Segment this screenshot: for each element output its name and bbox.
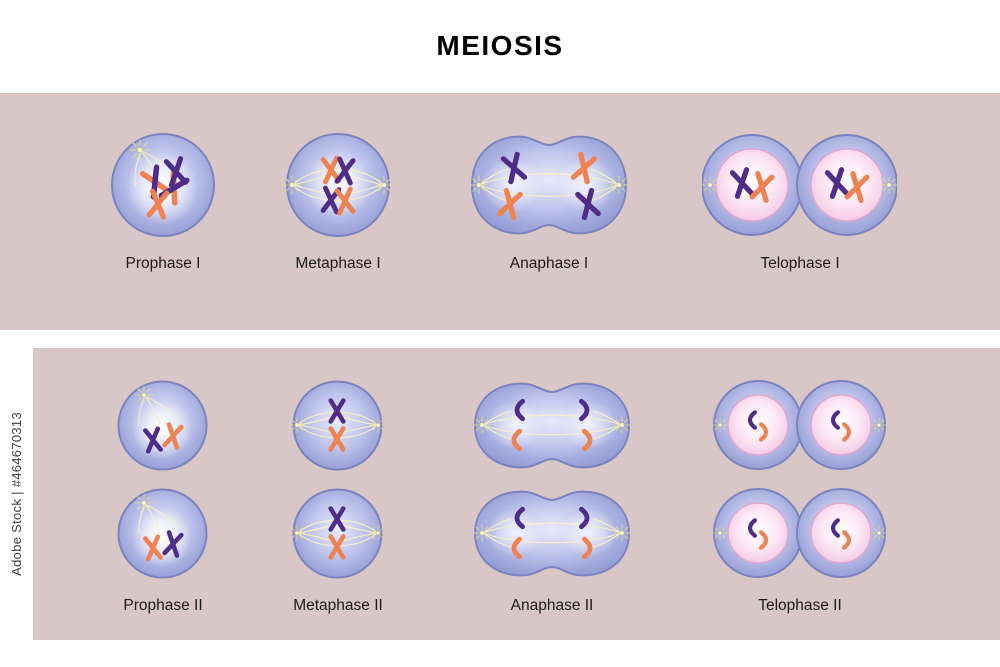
spindle-fibers [482,518,622,548]
telophase-1-cell [702,134,897,236]
metaphase-1-cell [283,133,393,237]
nucleoplasm-glow [482,157,542,213]
centrosome-aster-icon [129,139,151,161]
centrosome-aster-icon [473,524,491,542]
centrosome-aster-icon [613,524,631,542]
phase-label-anaphase-1: Anaphase I [509,255,589,272]
cell-membrane [292,488,383,579]
phase-label-anaphase-2: Anaphase II [510,597,594,614]
nucleoplasm-glow [556,157,616,213]
anaphase-2-cell-1 [473,382,631,469]
spindle-fibers [479,168,619,202]
nucleoplasm-glow [487,509,543,557]
metaphase-2-cell-2 [290,488,385,579]
nucleoplasm-glow [561,401,617,449]
centrosome-aster-icon [712,417,728,433]
centrosome-aster-icon [469,175,489,195]
watermark-strip: Adobe Stock | #464670313 [0,348,33,640]
spindle-fibers [482,410,622,440]
prophase-1-cell [111,133,215,237]
telophase-2-cell-1 [712,380,887,470]
phase-label-telophase-2: Telophase II [758,597,842,614]
telophase-2-cell-2 [712,488,887,578]
anaphase-2-cell-2 [473,490,631,577]
phase-label-prophase-1: Prophase I [125,255,201,272]
nucleus [715,148,789,222]
centrosome-aster-icon [134,385,154,405]
phase-label-metaphase-1: Metaphase I [295,255,381,272]
nucleoplasm-glow [487,401,543,449]
prophase-2-cell-2 [117,488,208,579]
cell-membrane [292,380,383,471]
nucleoplasm-glow [305,152,371,218]
centrosome-aster-icon [880,176,897,194]
centrosome-aster-icon [609,175,629,195]
centrosome-aster-icon [613,416,631,434]
page-title: MEIOSIS [436,30,564,61]
anaphase-1-cell [469,135,629,235]
nucleus [810,148,884,222]
nucleus [810,394,872,456]
centrosome-aster-icon [712,525,728,541]
watermark-text: Adobe Stock | #464670313 [9,412,24,576]
spindle-fibers [138,503,180,535]
prophase-2-cell-1 [117,380,208,471]
phase-label-prophase-2: Prophase II [123,597,203,614]
centrosome-aster-icon [134,493,154,513]
centrosome-aster-icon [871,525,887,541]
nucleus [727,394,789,456]
phase-label-metaphase-2: Metaphase II [293,597,383,614]
nucleus [727,502,789,564]
nucleus [810,502,872,564]
centrosome-aster-icon [473,416,491,434]
metaphase-2-cell-1 [290,380,385,471]
centrosome-aster-icon [283,175,302,195]
centrosome-aster-icon [871,417,887,433]
spindle-fibers [138,395,180,427]
phase-label-telophase-1: Telophase I [760,255,840,272]
nucleoplasm-glow [561,509,617,557]
centrosome-aster-icon [374,175,393,195]
centrosome-aster-icon [702,176,719,194]
